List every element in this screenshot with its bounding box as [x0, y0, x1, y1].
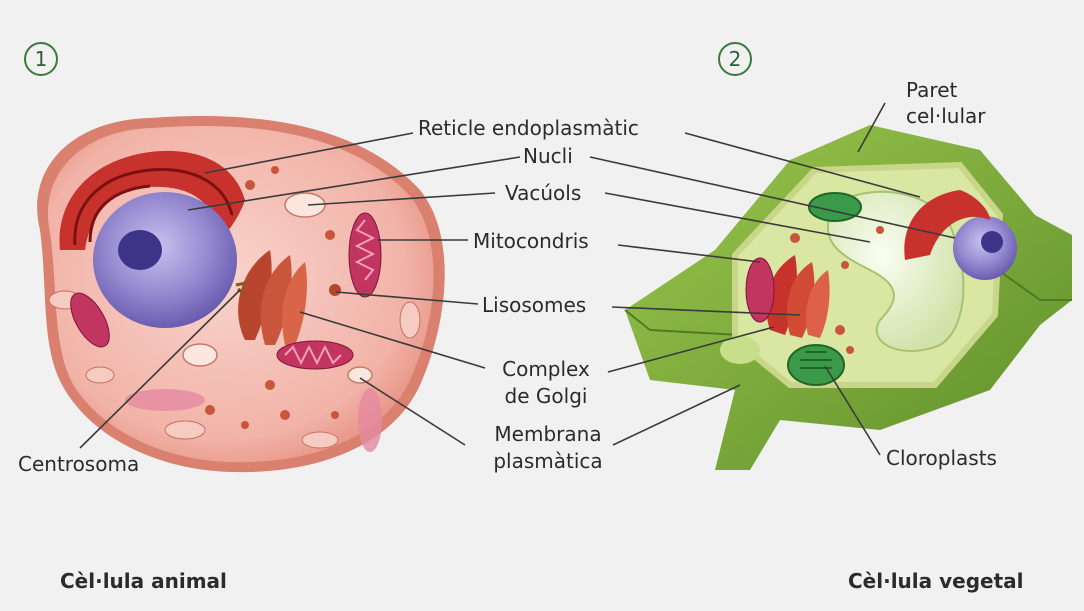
label-mitochondria: Mitocondris [473, 229, 589, 253]
label-nucleus: Nucli [523, 144, 573, 168]
caption-animal-cell: Cèl·lula animal [60, 569, 227, 593]
animal-cell-number-badge: 1 [24, 42, 58, 76]
label-centrosome: Centrosoma [18, 452, 139, 476]
animal-cell [37, 116, 445, 472]
label-vacuoles: Vacúols [505, 181, 581, 205]
label-cell-wall-line2: cel·lular [906, 104, 985, 128]
label-golgi-line1: Complex [486, 357, 606, 381]
caption-plant-cell: Cèl·lula vegetal [848, 569, 1024, 593]
label-membrane-line1: Membrana [478, 422, 618, 446]
plant-cell-number-badge: 2 [718, 42, 752, 76]
label-membrane-line2: plasmàtica [478, 449, 618, 473]
label-golgi-line2: de Golgi [486, 384, 606, 408]
label-endoplasmic-reticulum: Reticle endoplasmàtic [418, 116, 639, 140]
label-cell-wall-line1: Paret [906, 78, 957, 102]
label-chloroplasts: Cloroplasts [886, 446, 997, 470]
label-lysosomes: Lisosomes [482, 293, 586, 317]
